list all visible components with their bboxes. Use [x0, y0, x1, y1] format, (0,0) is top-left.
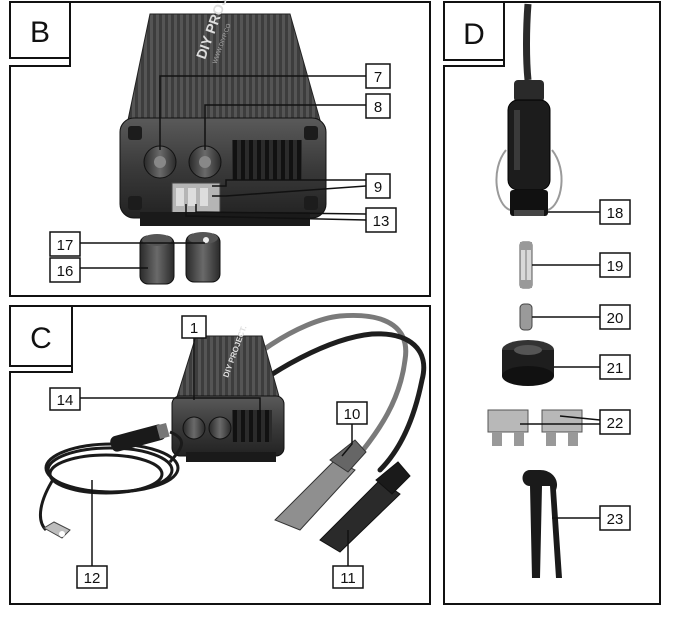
svg-text:14: 14	[57, 392, 74, 409]
callout-20: 20	[599, 304, 631, 330]
cigarette-plug-small	[110, 422, 170, 452]
panel-b-leader-lines	[78, 75, 367, 269]
clamp-red	[274, 439, 367, 531]
ring-terminal	[43, 521, 71, 539]
callout-17: 17	[49, 231, 81, 257]
svg-text:8: 8	[374, 99, 382, 116]
svg-text:1: 1	[190, 320, 198, 337]
panel-b-letter-box	[9, 1, 71, 59]
clamp-black	[319, 461, 411, 553]
panel-d: D	[443, 1, 661, 605]
callout-21: 21	[599, 354, 631, 380]
panel-b: B DIY PROJECT. WWW.DIYP.CO	[9, 0, 431, 297]
svg-text:7: 7	[374, 69, 382, 86]
coiled-cable	[38, 430, 183, 532]
callout-19: 19	[599, 252, 631, 278]
blade-fuses	[487, 409, 583, 446]
callout-13: 13	[365, 207, 397, 233]
svg-text:17: 17	[57, 237, 74, 254]
screw-cap	[502, 340, 554, 386]
hook-clip	[522, 470, 562, 578]
cigarette-plug	[495, 3, 563, 216]
callout-8: 8	[365, 93, 391, 119]
svg-text:22: 22	[607, 415, 624, 432]
svg-text:9: 9	[374, 179, 382, 196]
callout-18: 18	[599, 199, 631, 225]
callout-14: 14	[49, 387, 81, 411]
svg-text:19: 19	[607, 258, 624, 275]
panel-c: C DIY PROJECT.	[9, 305, 431, 605]
svg-text:12: 12	[84, 570, 101, 587]
callout-9: 9	[365, 173, 391, 199]
svg-text:21: 21	[607, 360, 624, 377]
plug-tip	[519, 303, 533, 331]
panel-c-frame	[9, 305, 431, 605]
panel-d-leader-lines	[520, 211, 601, 519]
panel-b-letter: B	[30, 16, 50, 49]
terminal-caps	[139, 232, 221, 285]
callout-1: 1	[181, 315, 207, 339]
svg-text:18: 18	[607, 205, 624, 222]
callout-11: 11	[332, 565, 364, 589]
svg-text:16: 16	[57, 263, 74, 280]
callout-7: 7	[365, 63, 391, 89]
panel-c-leader-lines	[80, 336, 353, 566]
svg-text:10: 10	[344, 406, 361, 423]
callout-16: 16	[49, 257, 81, 283]
svg-text:20: 20	[607, 310, 624, 327]
inverter-front-view: DIY PROJECT. WWW.DIYP.CO	[119, 0, 327, 226]
svg-text:13: 13	[373, 213, 390, 230]
panel-d-frame	[443, 1, 661, 605]
callout-10: 10	[336, 401, 368, 425]
callout-23: 23	[599, 505, 631, 531]
callout-12: 12	[76, 565, 108, 589]
panel-c-letter: C	[30, 322, 52, 355]
panel-b-frame	[9, 1, 431, 297]
callout-22: 22	[599, 409, 631, 435]
panel-d-letter: D	[463, 18, 485, 51]
inverter-small: DIY PROJECT.	[171, 324, 285, 462]
panel-c-letter-box	[9, 305, 73, 367]
glass-fuse	[519, 241, 533, 289]
panel-d-letter-box	[443, 1, 505, 61]
svg-text:11: 11	[340, 570, 356, 587]
svg-text:23: 23	[607, 511, 624, 528]
